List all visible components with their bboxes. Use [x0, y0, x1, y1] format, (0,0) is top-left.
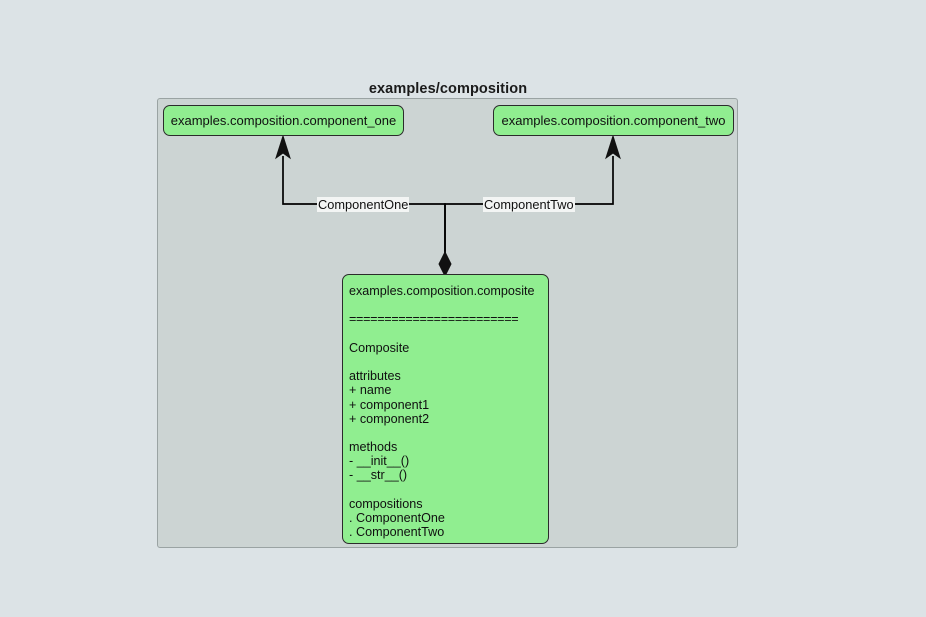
composite-composition-item: . ComponentTwo: [349, 525, 445, 540]
composite-spacer: [349, 298, 548, 312]
composite-spacer: [349, 355, 548, 369]
composite-attributes-heading: attributes: [349, 369, 401, 384]
node-component-two[interactable]: examples.composition.component_two: [493, 105, 734, 136]
node-component-one-label: examples.composition.component_one: [170, 113, 397, 128]
composite-method-item: - __init__(): [349, 454, 410, 469]
edge-label-component-one: ComponentOne: [317, 197, 410, 212]
node-composite[interactable]: examples.composition.composite =========…: [342, 274, 549, 544]
composite-spacer: [349, 483, 548, 497]
composite-attribute-item: + component1: [349, 397, 430, 412]
node-component-two-label: examples.composition.component_two: [501, 113, 726, 128]
composite-attribute-item: + component2: [349, 411, 430, 426]
composite-separator: ========================: [349, 312, 519, 327]
composite-method-item: - __str__(): [349, 468, 408, 483]
cluster-title: examples/composition: [368, 81, 528, 97]
composite-spacer: [349, 327, 548, 341]
composite-composition-item: . ComponentOne: [349, 511, 445, 525]
composite-spacer: [349, 426, 548, 440]
edge-label-component-two: ComponentTwo: [483, 197, 575, 212]
node-component-one[interactable]: examples.composition.component_one: [163, 105, 404, 136]
composite-header: examples.composition.composite: [349, 284, 535, 298]
composite-methods-heading: methods: [349, 440, 398, 455]
composite-attribute-item: + name: [349, 383, 392, 398]
composite-compositions-heading: compositions: [349, 496, 423, 511]
composite-class-name: Composite: [349, 340, 410, 355]
